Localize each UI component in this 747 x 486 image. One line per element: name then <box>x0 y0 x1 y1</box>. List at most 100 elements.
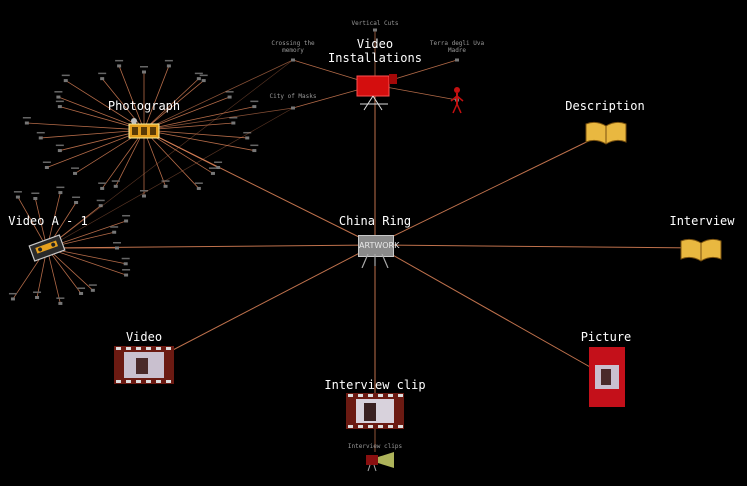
sub-node-caption <box>199 74 208 77</box>
video-a1-sub-node[interactable] <box>123 262 128 266</box>
sub-node-caption <box>243 131 252 134</box>
photograph-sub-node[interactable] <box>196 77 201 81</box>
video-a1-sub-node[interactable] <box>33 197 38 201</box>
edge-photograph-sub <box>101 78 145 131</box>
video-installations-label[interactable]: Video Installations <box>328 37 422 65</box>
edge-photograph-sub <box>143 65 170 131</box>
crossing-memory-small-label: Crossing the memory <box>271 40 315 54</box>
video-a1-sub-node[interactable] <box>115 246 119 250</box>
photograph-sub-node[interactable] <box>56 95 61 99</box>
sub-node-caption <box>56 186 65 189</box>
photograph-sub-node[interactable] <box>117 64 122 68</box>
sub-node-caption <box>77 287 86 289</box>
edge-photograph-sub <box>143 129 200 189</box>
photograph-sub-node[interactable] <box>57 105 62 109</box>
videotape-icon[interactable] <box>28 234 66 262</box>
projector-icon[interactable] <box>364 450 396 472</box>
artwork-box-text: ARTWORK <box>359 241 400 250</box>
installation-sub-node[interactable] <box>291 106 295 110</box>
photograph-sub-node[interactable] <box>252 105 257 109</box>
video-a1-sub-node[interactable] <box>79 291 84 295</box>
photograph-sub-node[interactable] <box>63 79 68 83</box>
sub-node-caption <box>13 191 22 193</box>
sub-node-caption <box>229 117 238 119</box>
photograph-sub-node[interactable] <box>100 186 105 190</box>
center-label[interactable]: China Ring <box>338 214 412 228</box>
sub-node-caption <box>98 72 107 75</box>
video-a1-sub-node[interactable] <box>58 191 63 195</box>
edge-photograph-sub <box>118 65 145 131</box>
sub-node-caption <box>194 72 203 75</box>
edge-photograph-sub <box>143 129 166 187</box>
edge-video-crossing <box>46 59 294 249</box>
sub-node-caption <box>250 100 259 103</box>
video-label[interactable]: Video <box>125 330 163 344</box>
edge-photograph-sub <box>143 129 255 151</box>
photograph-sub-node[interactable] <box>113 184 118 188</box>
photograph-sub-node[interactable] <box>142 194 146 198</box>
edge-interview <box>374 244 702 249</box>
video-a1-sub-node[interactable] <box>35 295 40 299</box>
photograph-sub-node[interactable] <box>231 121 236 125</box>
video-filmstrip-icon[interactable] <box>114 346 174 384</box>
interview-book-icon[interactable] <box>679 235 723 263</box>
photograph-sub-node[interactable] <box>196 186 201 190</box>
sub-node-caption <box>140 190 148 192</box>
photograph-sub-node[interactable] <box>100 77 105 81</box>
photograph-sub-node[interactable] <box>201 79 206 83</box>
sub-node-caption <box>110 226 119 228</box>
installation-sub-node[interactable] <box>373 28 377 32</box>
video-a1-sub-node[interactable] <box>124 219 129 223</box>
installation-sub-node[interactable] <box>291 58 295 62</box>
sub-node-caption <box>214 161 223 163</box>
photograph-sub-node[interactable] <box>245 136 250 140</box>
photograph-sub-node[interactable] <box>24 121 29 125</box>
edge-photograph-sub <box>40 129 145 139</box>
picture-label[interactable]: Picture <box>580 330 632 344</box>
photograph-sub-node[interactable] <box>210 171 215 175</box>
photograph-sub-node[interactable] <box>57 149 62 153</box>
video-a1-sub-node[interactable] <box>112 230 117 234</box>
interview-label[interactable]: Interview <box>669 214 735 228</box>
sub-node-caption <box>208 167 217 169</box>
video-a1-sub-node[interactable] <box>90 288 95 292</box>
sub-node-caption <box>56 297 65 299</box>
artwork-node[interactable]: ARTWORK <box>358 235 399 257</box>
photograph-sub-node[interactable] <box>73 171 78 175</box>
photograph-sub-node[interactable] <box>216 165 221 169</box>
installation-sub-node[interactable] <box>455 58 459 62</box>
video-a1-sub-node[interactable] <box>15 195 20 199</box>
edge-video-a1 <box>46 244 376 249</box>
film-roll-icon[interactable] <box>128 118 160 144</box>
sub-node-caption <box>31 192 40 195</box>
photograph-sub-node[interactable] <box>166 64 171 68</box>
photograph-sub-node[interactable] <box>38 136 43 140</box>
video-a1-sub-node[interactable] <box>98 204 103 208</box>
interview-clip-label[interactable]: Interview clip <box>324 378 426 392</box>
sub-node-caption <box>42 161 51 163</box>
video-a1-label[interactable]: Video A - 1 <box>8 214 88 228</box>
sub-node-caption <box>115 59 124 62</box>
description-label[interactable]: Description <box>565 99 645 113</box>
edge-video-a1-sub <box>46 247 94 291</box>
open-book-icon[interactable] <box>584 118 628 146</box>
video-a1-sub-node[interactable] <box>124 273 129 277</box>
video-a1-sub-node[interactable] <box>74 201 79 205</box>
photograph-sub-node[interactable] <box>163 184 168 188</box>
red-figure-icon[interactable] <box>450 86 464 114</box>
interview-clip-filmstrip-icon[interactable] <box>346 393 404 429</box>
photograph-sub-node[interactable] <box>227 95 232 99</box>
photograph-sub-node[interactable] <box>252 149 257 153</box>
photograph-sub-node[interactable] <box>44 165 49 169</box>
photograph-sub-node[interactable] <box>142 70 146 74</box>
video-a1-sub-node[interactable] <box>58 301 63 305</box>
video-a1-sub-node[interactable] <box>10 297 15 301</box>
picture-frame-icon[interactable] <box>589 347 625 407</box>
sub-node-caption <box>140 66 148 68</box>
sub-node-caption <box>225 91 234 93</box>
edge-video-a1-sub <box>17 196 48 249</box>
video-installations-icon[interactable] <box>352 72 402 112</box>
sub-node-caption <box>194 182 203 184</box>
photograph-label[interactable]: Photograph <box>107 99 181 113</box>
